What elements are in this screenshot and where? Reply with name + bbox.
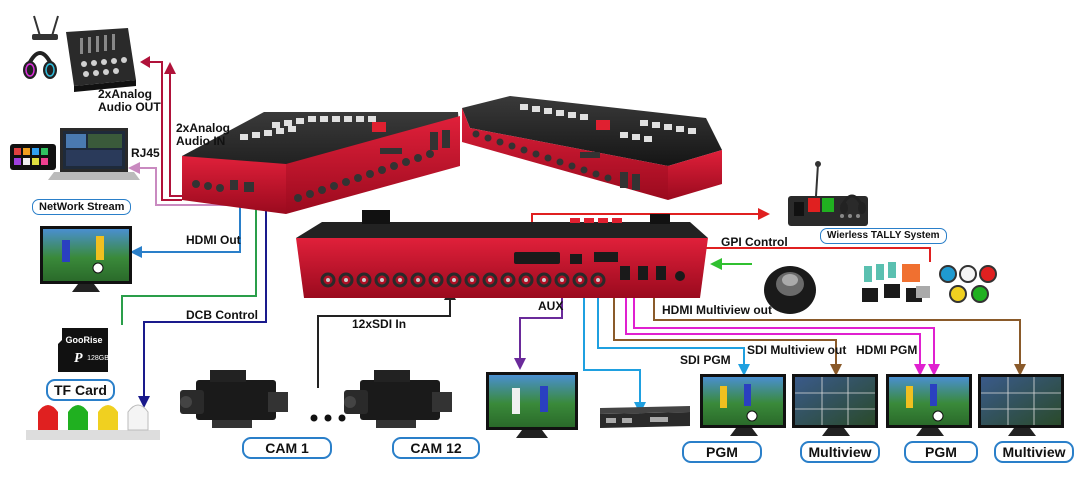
- wireless-tally-system: [788, 161, 868, 226]
- pill-multiview-hdmi: Multiview: [994, 441, 1074, 463]
- tf-card-brand: GooRise: [65, 335, 102, 345]
- label-sdi-in: 12xSDI In: [352, 317, 407, 331]
- label-hdmi-out: HDMI Out: [186, 233, 241, 247]
- camera-12: [344, 370, 452, 428]
- label-analog-audio-out-2: Audio OUT: [98, 100, 161, 114]
- hdmi-out-line: [140, 200, 241, 253]
- pill-cam-12: CAM 12: [392, 437, 480, 459]
- switcher-main: [296, 210, 708, 298]
- microphones: [32, 15, 59, 40]
- monitor-pgm-sdi: [700, 374, 786, 436]
- pill-multiview-sdi: Multiview: [800, 441, 880, 463]
- pill-tf-card: TF Card: [46, 379, 115, 401]
- tally-terminals: [862, 262, 930, 302]
- tally-lamp-line: [143, 196, 267, 398]
- label-hdmi-multiview-out: HDMI Multiview out: [662, 303, 772, 317]
- sdi-multiview-line: [613, 288, 837, 366]
- monitor-pgm-hdmi: [886, 374, 972, 436]
- aux-line: [519, 288, 563, 360]
- label-sdi-pgm: SDI PGM: [680, 353, 731, 367]
- sdi-pgm-line: [597, 288, 745, 366]
- switcher-rear-right: [462, 96, 722, 200]
- camera-1: [180, 370, 288, 428]
- laptop: [48, 128, 140, 180]
- phone: [10, 144, 56, 170]
- pill-pgm-sdi: PGM: [682, 441, 762, 463]
- label-aux: AUX: [538, 299, 564, 313]
- headset: [23, 51, 57, 79]
- tally-buttons: [939, 265, 997, 303]
- monitor-multiview-hdmi: [978, 374, 1064, 436]
- switcher-rear-left: [182, 112, 460, 214]
- hdmi-multiview-line: [653, 278, 1021, 366]
- label-gpi-control: GPI Control: [721, 235, 788, 249]
- tally-lamps: [26, 404, 160, 440]
- aux-monitor: [486, 372, 578, 438]
- label-analog-audio-out-1: 2xAnalog: [98, 87, 153, 101]
- label-analog-audio-in-1: 2xAnalog: [176, 121, 231, 135]
- pill-wireless-tally: Wierless TALLY System: [820, 228, 947, 244]
- camera-dots: [310, 414, 346, 422]
- label-analog-audio-in-2: Audio IN: [176, 134, 226, 148]
- dcb-line: [121, 200, 257, 325]
- svg-text:P: P: [74, 351, 83, 366]
- label-hdmi-pgm: HDMI PGM: [856, 343, 918, 357]
- pill-cam-1: CAM 1: [242, 437, 332, 459]
- label-dcb-control: DCB Control: [186, 308, 258, 322]
- sdi-router-line: [583, 288, 641, 404]
- hdmi-pgm-line-2: [633, 278, 935, 366]
- hdmi-monitor-left: [40, 226, 132, 292]
- hdmi-pgm-line-1: [625, 278, 921, 366]
- sdi-in-line: [317, 298, 451, 388]
- label-rj45: RJ45: [131, 146, 160, 160]
- pill-pgm-hdmi: PGM: [904, 441, 978, 463]
- audio-out-line: [150, 61, 182, 201]
- tf-card: GooRise P 128GB: [58, 328, 109, 372]
- t-bar-control: [764, 266, 816, 314]
- monitor-multiview-sdi: [792, 374, 878, 436]
- gpi-blocks: [570, 218, 622, 228]
- tf-card-capacity: 128GB: [87, 355, 109, 362]
- pill-network-stream: NetWork Stream: [32, 199, 132, 215]
- router-box: [600, 406, 690, 428]
- audio-mixer: [66, 28, 136, 92]
- label-sdi-multiview-out: SDI Multiview out: [747, 343, 847, 357]
